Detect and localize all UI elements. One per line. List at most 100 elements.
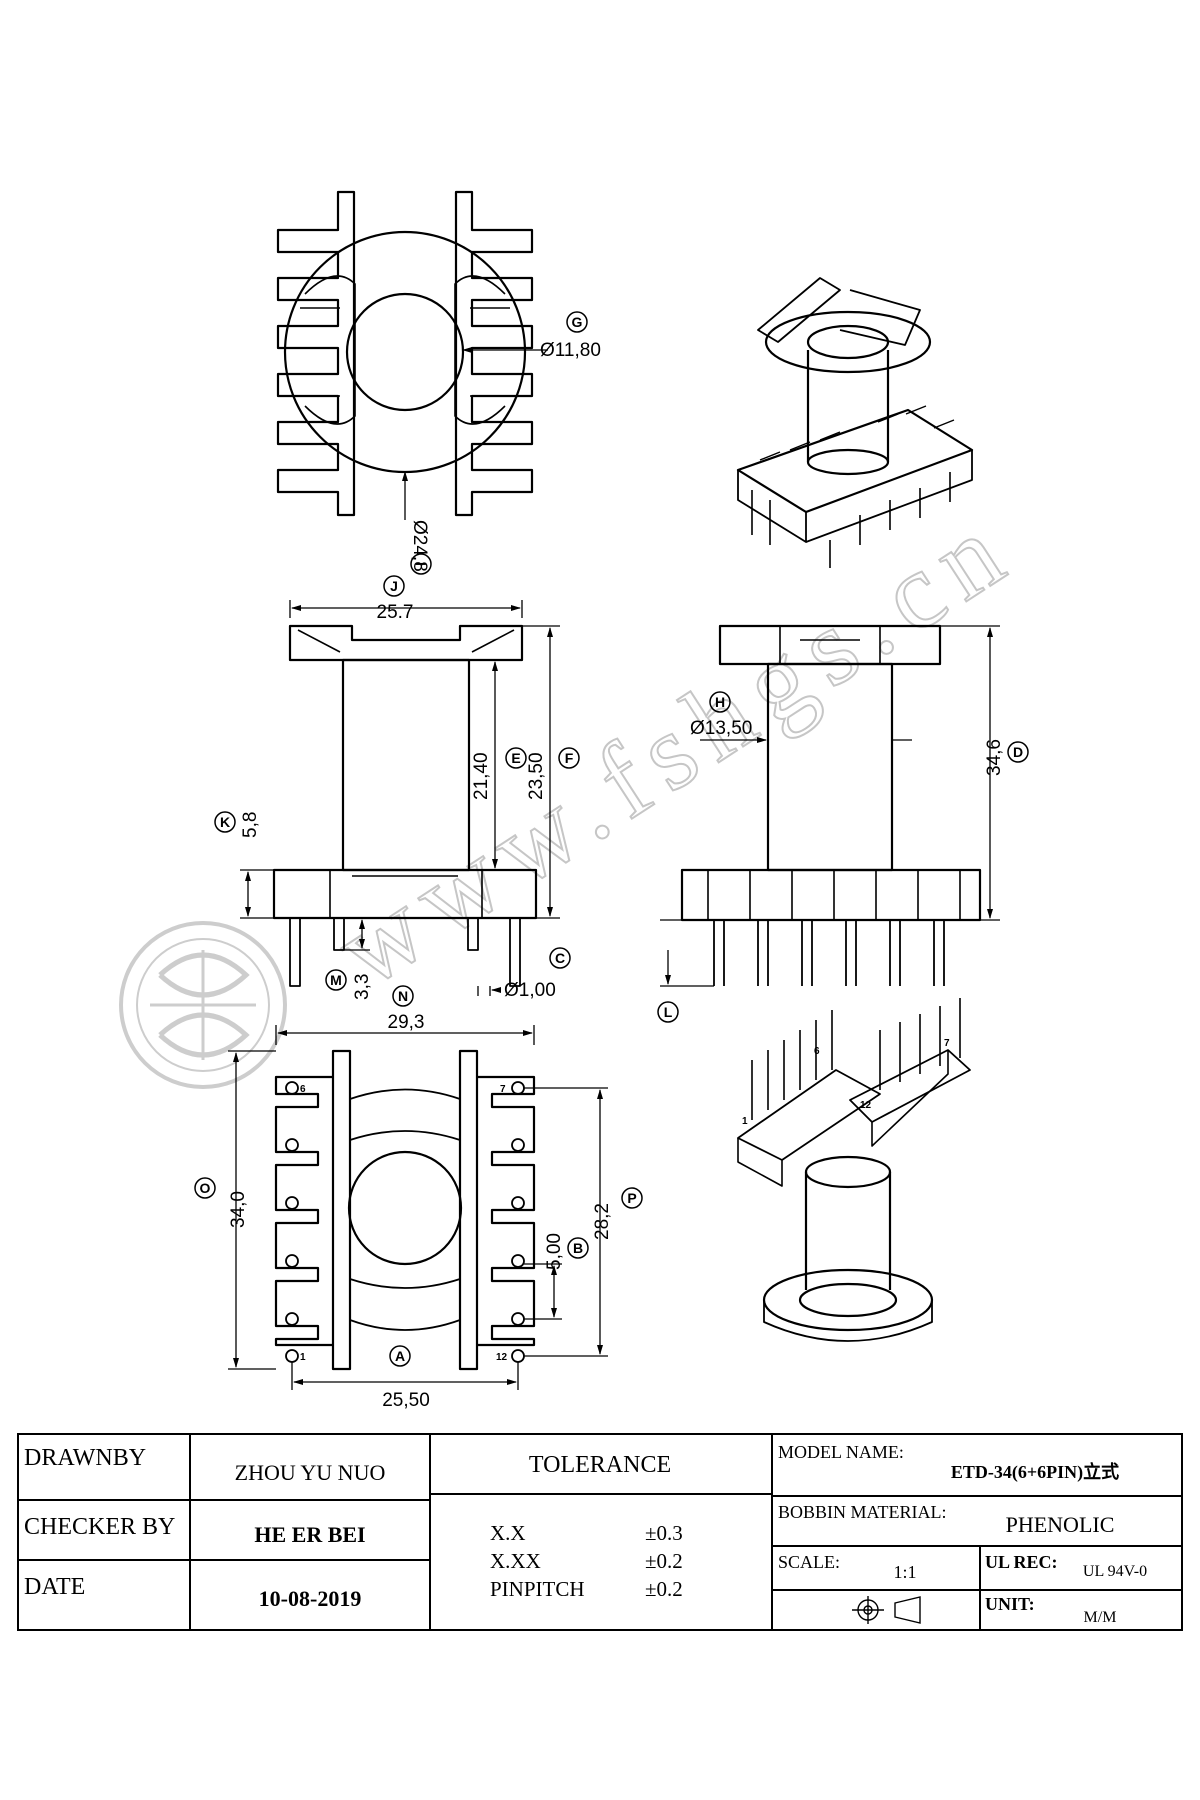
scale-value: 1:1 [893, 1562, 916, 1582]
svg-text:28,2: 28,2 [592, 1203, 613, 1240]
svg-text:F: F [565, 750, 574, 766]
svg-text:I: I [413, 562, 429, 566]
svg-text:B: B [573, 1240, 583, 1256]
dim-F: 23,50 F [526, 747, 580, 800]
dim-K: K 5,8 [214, 811, 261, 838]
dimension-labels: G Ø11,80 Ø24,8 I J 25.7 21,40 E 23,50 F [194, 311, 1029, 1411]
svg-text:7: 7 [500, 1084, 506, 1095]
tol-value: ±0.2 [645, 1549, 683, 1573]
front-top-flange [288, 624, 524, 662]
drawn-by-value: ZHOU YU NUO [235, 1460, 386, 1485]
ul-label: UL REC: [985, 1552, 1058, 1572]
svg-text:34,6: 34,6 [984, 739, 1005, 776]
date-label: DATE [24, 1574, 85, 1600]
svg-text:6: 6 [300, 1084, 306, 1095]
svg-text:D: D [1013, 744, 1023, 760]
dim-E: 21,40 E [471, 747, 527, 800]
bottom-left-comb [274, 1075, 333, 1347]
svg-text:P: P [627, 1190, 636, 1206]
svg-text:Ø24,8: Ø24,8 [409, 520, 430, 572]
side-pins [713, 920, 945, 986]
svg-text:3,3: 3,3 [352, 974, 373, 1000]
tol-key: X.X [490, 1521, 526, 1545]
top-bore-circle [345, 292, 465, 412]
dim-C: C Ø1,00 [504, 947, 571, 1001]
svg-text:1: 1 [300, 1352, 306, 1363]
date-value: 10-08-2019 [259, 1586, 362, 1611]
checker-value: HE ER BEI [254, 1522, 365, 1547]
pin-numbers: 6 7 1 12 6 7 1 12 [300, 1038, 950, 1363]
dim-P: 28,2 P [592, 1187, 643, 1240]
svg-text:5,00: 5,00 [544, 1233, 565, 1270]
dim-L: L [657, 1001, 679, 1023]
svg-text:E: E [511, 750, 520, 766]
front-view [272, 624, 538, 987]
tol-key: X.XX [490, 1549, 541, 1573]
dim-M: M 3,3 [325, 969, 373, 1000]
svg-text:12: 12 [860, 1100, 872, 1111]
svg-text:25.7: 25.7 [377, 602, 414, 623]
dim-A: A 25,50 [382, 1345, 430, 1411]
material-value: PHENOLIC [1006, 1512, 1115, 1537]
top-flange-circle [283, 230, 527, 474]
dim-J: J 25.7 [377, 575, 414, 623]
dim-N: N 29,3 [388, 985, 425, 1033]
model-label: MODEL NAME: [778, 1442, 904, 1462]
ul-value: UL 94V-0 [1083, 1563, 1147, 1580]
svg-text:O: O [200, 1180, 211, 1196]
svg-text:29,3: 29,3 [388, 1012, 425, 1033]
svg-text:23,50: 23,50 [526, 752, 547, 800]
front-base [272, 868, 538, 920]
dim-G: G Ø11,80 [540, 311, 601, 361]
tol-value: ±0.2 [645, 1577, 683, 1601]
dim-O: O 34,0 [194, 1177, 249, 1228]
dim-H: H Ø13,50 [690, 691, 752, 739]
svg-text:C: C [555, 950, 565, 966]
tolerance-label: TOLERANCE [529, 1452, 671, 1478]
drawn-by-label: DRAWNBY [24, 1445, 146, 1471]
title-block: DRAWNBY ZHOU YU NUO CHECKER BY HE ER BEI… [17, 1433, 1183, 1631]
svg-text:H: H [715, 694, 725, 710]
svg-text:M: M [330, 972, 342, 988]
bottom-flange-arcs [349, 1088, 461, 1331]
unit-label: UNIT: [985, 1594, 1035, 1614]
material-label: BOBBIN MATERIAL: [778, 1502, 947, 1522]
svg-text:1: 1 [742, 1116, 748, 1127]
iso-view-bottom [737, 998, 971, 1342]
dim-D: 34,6 D [984, 739, 1029, 776]
svg-text:Ø13,50: Ø13,50 [690, 718, 752, 739]
side-view [680, 624, 982, 986]
bottom-right-rail [458, 1049, 479, 1371]
bottom-view [274, 1049, 536, 1371]
bottom-pin-holes [285, 1081, 525, 1363]
svg-text:Ø1,00: Ø1,00 [504, 980, 556, 1001]
svg-text:A: A [395, 1348, 405, 1364]
watermark-logo [119, 921, 287, 1089]
unit-value: M/M [1084, 1609, 1117, 1626]
svg-text:K: K [220, 814, 230, 830]
iso-view-top [736, 277, 974, 568]
scale-label: SCALE: [778, 1552, 840, 1572]
svg-text:6: 6 [814, 1046, 820, 1057]
model-value: ETD-34(6+6PIN)立式 [951, 1461, 1119, 1483]
bottom-left-rail [331, 1049, 352, 1371]
top-right-comb-outline [454, 190, 534, 517]
svg-text:12: 12 [496, 1352, 508, 1363]
svg-text:34,0: 34,0 [228, 1191, 249, 1228]
projection-symbol-icon [852, 1596, 921, 1624]
svg-text:7: 7 [944, 1038, 950, 1049]
svg-text:21,40: 21,40 [471, 752, 492, 800]
front-pins [289, 918, 521, 987]
svg-text:N: N [398, 988, 408, 1004]
watermark: www.fshgs.cn [119, 485, 1035, 1089]
svg-text:G: G [572, 314, 583, 330]
svg-text:5,8: 5,8 [240, 812, 261, 838]
svg-text:Ø11,80: Ø11,80 [540, 340, 601, 361]
top-left-comb-outline [276, 190, 356, 517]
tol-key: PINPITCH [490, 1577, 585, 1601]
svg-text:25,50: 25,50 [382, 1390, 430, 1411]
dim-I: Ø24,8 I [409, 520, 432, 575]
dim-B: 5,00 B [544, 1233, 589, 1270]
bottom-right-comb [477, 1075, 536, 1347]
